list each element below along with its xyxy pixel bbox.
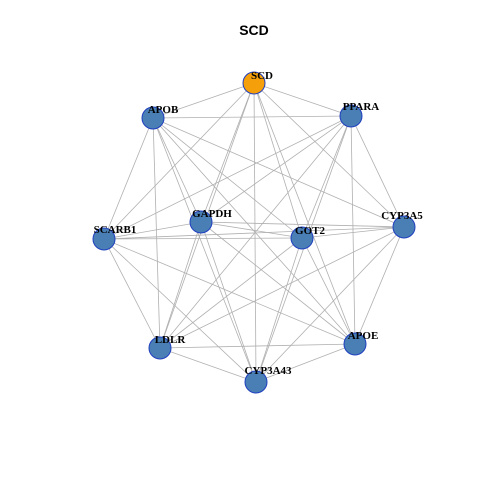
edge-cyp3a5-got2 bbox=[301, 226, 405, 239]
node-label-cyp3a5: CYP3A5 bbox=[381, 210, 423, 222]
edge-apoe-ldlr bbox=[159, 343, 356, 349]
edge-apob-got2 bbox=[152, 117, 303, 239]
node-label-scarb1: SCARB1 bbox=[94, 224, 137, 236]
node-label-ldlr: LDLR bbox=[155, 334, 187, 346]
node-gapdh: GAPDH bbox=[189, 208, 232, 234]
node-circle-scarb1 bbox=[92, 227, 116, 251]
node-cyp3a43: CYP3A43 bbox=[244, 365, 292, 394]
edge-ldlr-cyp3a43 bbox=[159, 347, 257, 383]
edge-scd-apob bbox=[152, 82, 255, 119]
node-circle-gapdh bbox=[189, 210, 213, 234]
edge-gapdh-apoe bbox=[200, 221, 356, 345]
node-circle-got2 bbox=[290, 226, 314, 250]
edge-got2-apoe bbox=[301, 237, 356, 345]
edge-cyp3a5-apoe bbox=[354, 226, 405, 345]
edge-scarb1-cyp3a43 bbox=[103, 238, 257, 383]
edge-ppara-apob bbox=[152, 115, 352, 119]
edge-apob-scarb1 bbox=[103, 117, 154, 240]
edge-gapdh-got2 bbox=[200, 221, 303, 239]
node-circle-ppara bbox=[339, 104, 363, 128]
edge-scarb1-apoe bbox=[103, 238, 356, 345]
node-circle-ldlr bbox=[148, 336, 172, 360]
node-label-scd: SCD bbox=[251, 70, 273, 82]
edge-gapdh-cyp3a43 bbox=[200, 221, 257, 383]
node-circle-apob bbox=[141, 106, 165, 130]
edge-apob-gapdh bbox=[152, 117, 202, 223]
node-label-cyp3a43: CYP3A43 bbox=[244, 365, 292, 377]
edge-cyp3a5-scarb1 bbox=[103, 226, 405, 240]
node-ldlr: LDLR bbox=[148, 334, 187, 360]
edge-scd-apoe bbox=[253, 82, 356, 345]
edge-cyp3a5-cyp3a43 bbox=[255, 226, 405, 383]
edge-scd-cyp3a5 bbox=[253, 82, 405, 228]
edge-gapdh-scarb1 bbox=[103, 221, 202, 240]
edge-got2-cyp3a43 bbox=[255, 237, 303, 383]
node-apob: APOB bbox=[141, 104, 179, 130]
node-circle-apoe bbox=[343, 332, 367, 356]
edge-layer bbox=[103, 82, 405, 383]
node-got2: GOT2 bbox=[290, 225, 325, 250]
node-apoe: APOE bbox=[343, 330, 379, 356]
node-label-got2: GOT2 bbox=[295, 225, 325, 237]
edge-cyp3a5-ldlr bbox=[159, 226, 405, 349]
edge-ppara-apoe bbox=[350, 115, 356, 345]
edge-apoe-cyp3a43 bbox=[255, 343, 356, 383]
edge-ppara-got2 bbox=[301, 115, 352, 239]
node-circle-cyp3a5 bbox=[392, 215, 416, 239]
node-scd: SCD bbox=[242, 70, 273, 95]
edge-ppara-gapdh bbox=[200, 115, 352, 223]
edge-apob-cyp3a43 bbox=[152, 117, 257, 383]
edge-apob-apoe bbox=[152, 117, 356, 345]
diagram-title: SCD bbox=[239, 22, 269, 38]
edge-scarb1-ldlr bbox=[103, 238, 161, 349]
edge-ppara-cyp3a5 bbox=[350, 115, 405, 228]
edge-scd-got2 bbox=[253, 82, 303, 239]
edge-scd-scarb1 bbox=[103, 82, 255, 240]
node-circle-scd bbox=[242, 71, 266, 95]
edge-gapdh-ldlr bbox=[159, 221, 202, 349]
edge-scd-ppara bbox=[253, 82, 352, 117]
node-label-apob: APOB bbox=[148, 104, 179, 116]
node-scarb1: SCARB1 bbox=[92, 224, 137, 251]
edge-apob-ldlr bbox=[152, 117, 161, 349]
node-ppara: PPARA bbox=[339, 101, 380, 128]
node-cyp3a5: CYP3A5 bbox=[381, 210, 423, 239]
node-label-gapdh: GAPDH bbox=[192, 208, 232, 220]
node-label-ppara: PPARA bbox=[343, 101, 380, 113]
edge-apob-cyp3a5 bbox=[152, 117, 405, 228]
node-circle-cyp3a43 bbox=[244, 370, 268, 394]
edge-ppara-ldlr bbox=[159, 115, 352, 349]
edge-got2-ldlr bbox=[159, 237, 303, 349]
node-label-apoe: APOE bbox=[348, 330, 379, 342]
edge-cyp3a5-gapdh bbox=[200, 221, 405, 228]
edge-scd-gapdh bbox=[200, 82, 255, 223]
edge-got2-scarb1 bbox=[103, 237, 303, 240]
